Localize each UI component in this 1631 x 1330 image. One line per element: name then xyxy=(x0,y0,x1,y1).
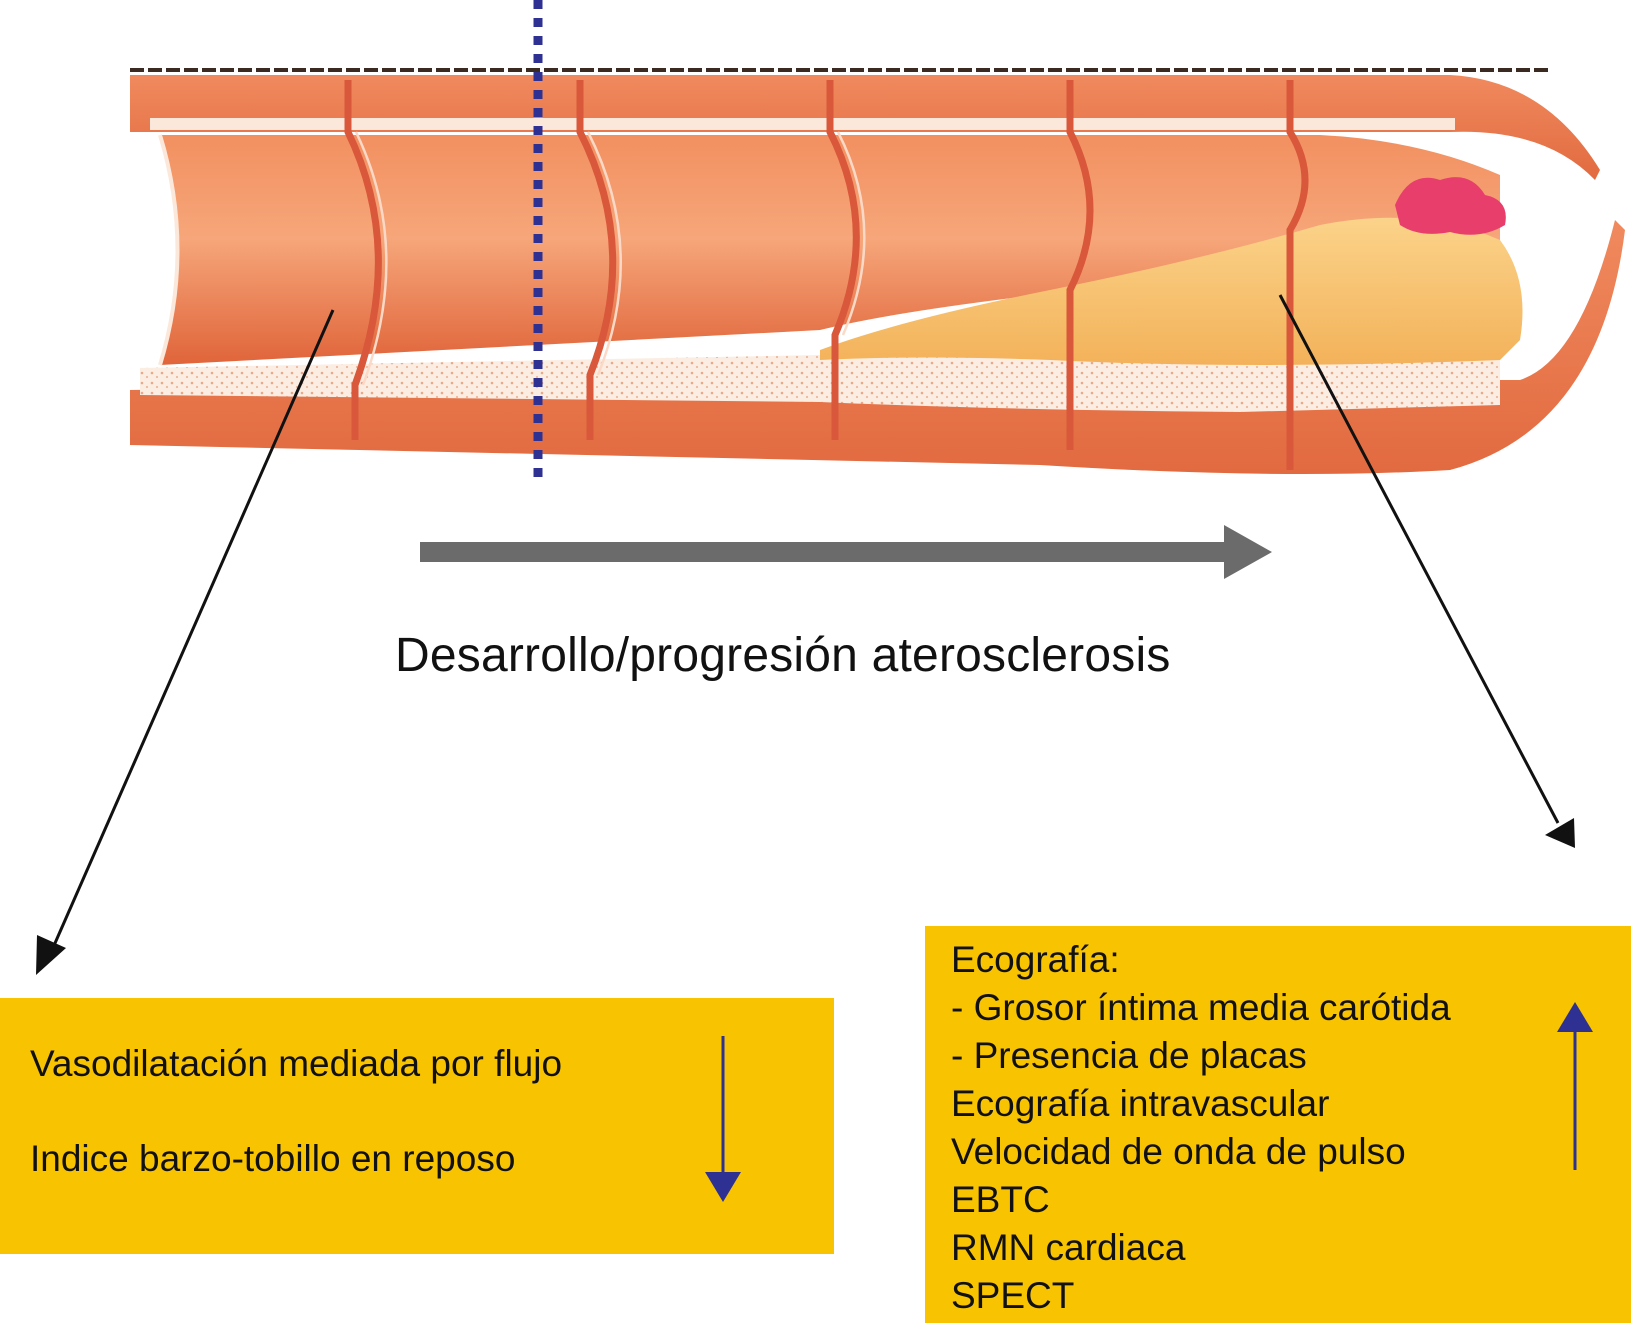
artery-ring-highlights xyxy=(354,131,866,386)
pointer-arrow-left xyxy=(36,309,335,975)
progression-caption: Desarrollo/progresión aterosclerosis xyxy=(395,629,1171,682)
artery-opening-edge xyxy=(158,134,180,366)
left-measure-item: Indice barzo-tobillo en reposo xyxy=(30,1138,516,1179)
right-measure-item: Velocidad de onda de pulso xyxy=(951,1131,1406,1172)
artery-illustration xyxy=(130,68,1625,474)
artery-segment-rings xyxy=(344,80,1309,470)
thrombus xyxy=(1395,177,1506,235)
right-measure-item: EBTC xyxy=(951,1179,1050,1220)
left-box-background xyxy=(0,998,834,1254)
artery-lumen xyxy=(160,135,1500,365)
atherosclerotic-plaque xyxy=(820,217,1523,365)
arrow-up-icon xyxy=(1557,1002,1593,1170)
left-measures-box xyxy=(0,998,834,1254)
progression-arrow xyxy=(420,525,1272,579)
right-box-background xyxy=(925,926,1631,1323)
arrow-down-icon xyxy=(705,1036,741,1202)
right-measure-item: - Presencia de placas xyxy=(951,1035,1307,1076)
right-measure-item: Ecografía: xyxy=(951,939,1120,980)
right-measure-item: RMN cardiaca xyxy=(951,1227,1186,1268)
right-measure-item: - Grosor íntima media carótida xyxy=(951,987,1451,1028)
pointer-arrow-right xyxy=(1278,294,1575,848)
left-measure-item: Vasodilatación mediada por flujo xyxy=(30,1043,563,1084)
artery-upper-intima xyxy=(150,118,1455,130)
right-measure-item: Ecografía intravascular xyxy=(951,1083,1330,1124)
artery-lower-media xyxy=(140,350,1500,412)
right-measure-item: SPECT xyxy=(951,1275,1075,1316)
